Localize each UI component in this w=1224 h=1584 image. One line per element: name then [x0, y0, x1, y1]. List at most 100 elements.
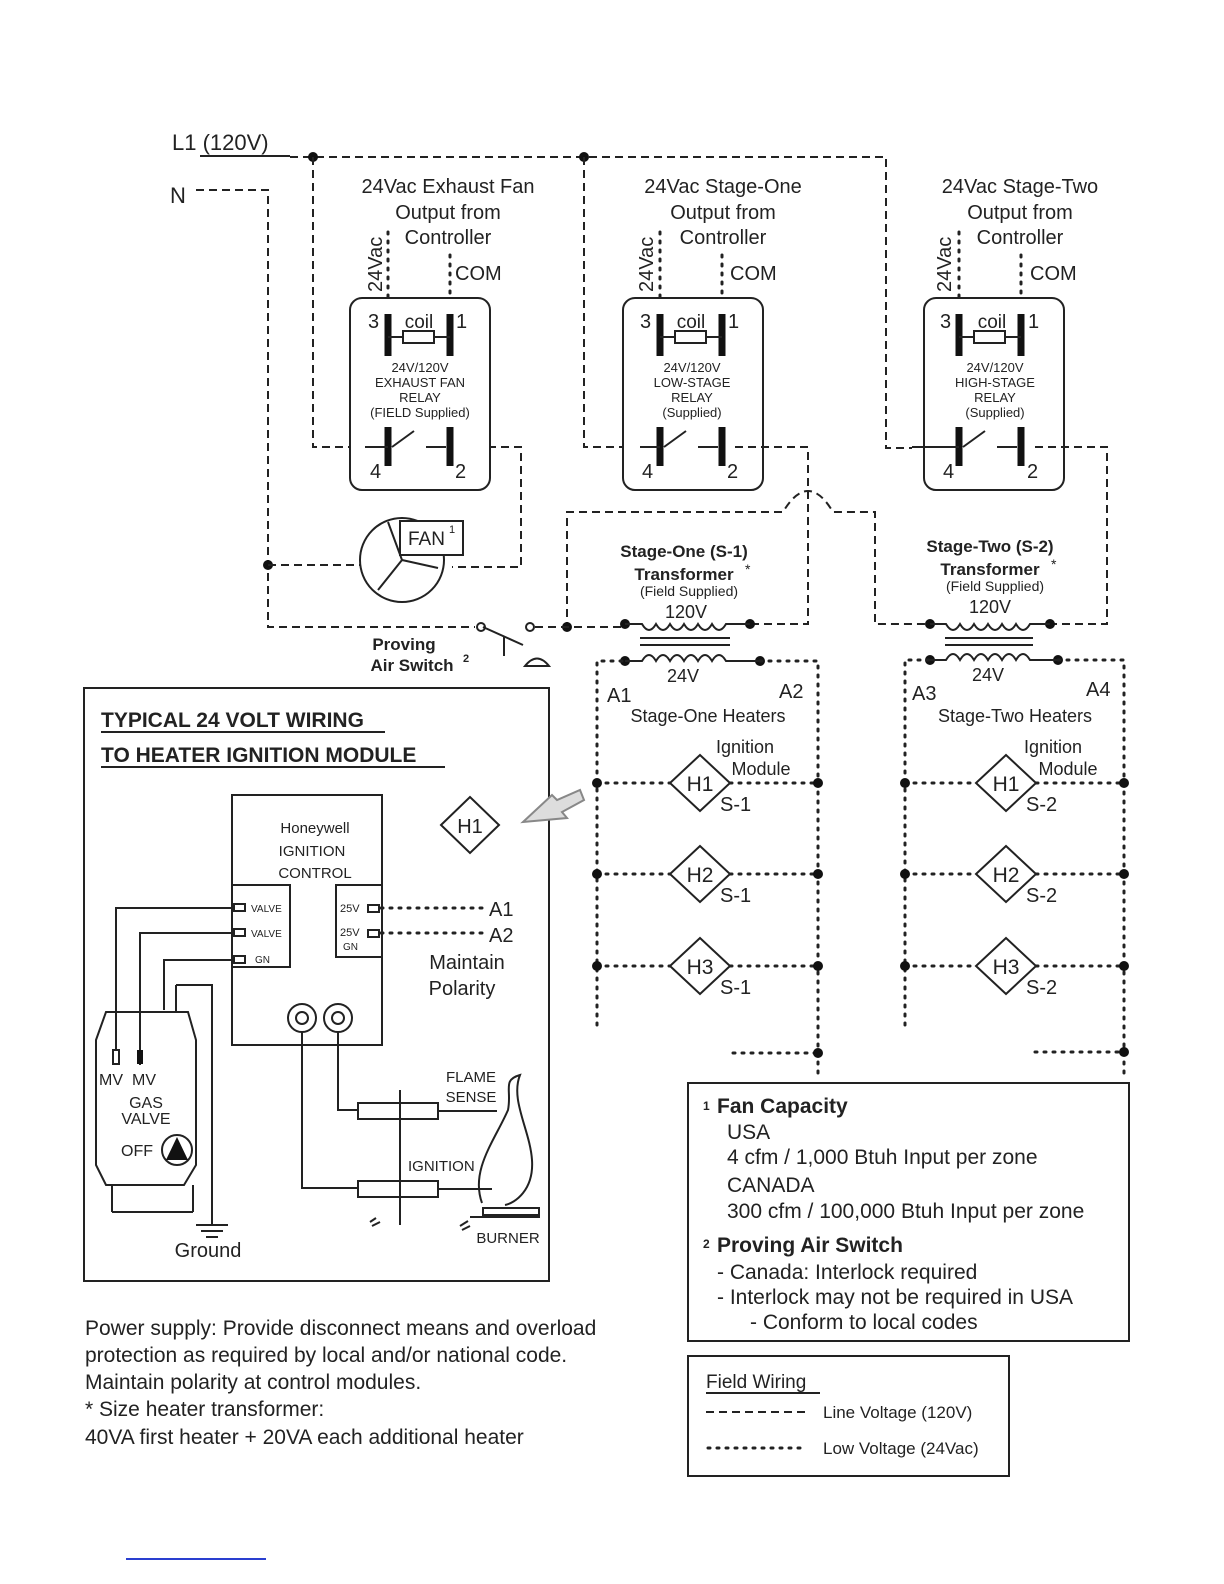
exhaust-fan-output: 24Vac Exhaust Fan Output from Controller…	[361, 176, 535, 322]
h1-reference-label: H1	[457, 816, 483, 838]
heater-module-diamond	[974, 844, 1038, 904]
output-line3: Controller	[977, 227, 1064, 249]
output-line2: Output from	[967, 202, 1073, 224]
transformer-star: *	[745, 561, 751, 577]
relay-text-2: EXHAUST FAN	[375, 375, 465, 390]
heater-module-label: H3	[993, 956, 1020, 979]
ignition-label-1: Ignition	[1024, 737, 1082, 757]
coil-element	[674, 330, 707, 344]
gas-knob	[161, 1134, 193, 1166]
neutral-crossover	[566, 490, 930, 630]
output-com-label: COM	[730, 263, 777, 285]
gas-label-2: VALVE	[121, 1111, 170, 1128]
sensor-terminal-1	[287, 1003, 317, 1033]
heater-module-label: H2	[993, 864, 1020, 887]
n-line	[196, 189, 475, 628]
flame-label-1: FLAME	[446, 1069, 496, 1086]
legend-low-voltage: Low Voltage (24Vac)	[823, 1439, 979, 1458]
heater-node-right	[1119, 961, 1129, 971]
ignition-label-2: Module	[1038, 759, 1097, 779]
gn-label: GN	[255, 955, 270, 966]
fan-label: FAN	[408, 529, 445, 550]
primary-winding	[930, 622, 1050, 631]
stage-one-output: 24Vac Stage-One Output from Controller 2…	[636, 176, 802, 322]
contact-switch	[391, 430, 415, 448]
stage2-bus-right	[1056, 658, 1126, 1077]
ctrl-label-2: IGNITION	[279, 843, 346, 860]
terminal-a1: A1	[607, 685, 631, 707]
transformer-sub: (Field Supplied)	[640, 583, 738, 599]
heater-module-label: H2	[687, 864, 714, 887]
relay-terminal-1: 1	[728, 311, 739, 333]
output-line2: Output from	[395, 202, 501, 224]
relay-coil-label: coil	[405, 312, 434, 333]
transformer-title-1: Stage-Two (S-2)	[926, 537, 1053, 556]
coil-element	[402, 330, 435, 344]
coil-element	[973, 330, 1006, 344]
output-line3: Controller	[680, 227, 767, 249]
output-com-label: COM	[455, 263, 502, 285]
power-note-2: protection as required by local and/or n…	[85, 1344, 567, 1367]
heater-module-label: H1	[687, 773, 714, 796]
power-note-5: 40VA first heater + 20VA each additional…	[85, 1426, 524, 1449]
valve-label-2: VALVE	[251, 929, 282, 940]
relay-text-1: 24V/120V	[663, 360, 720, 375]
valve-label-1: VALVE	[251, 904, 282, 915]
relay-terminal-2: 2	[455, 461, 466, 483]
stage-one-heaters: A1 A2 Stage-One Heaters Ignition Module	[607, 681, 803, 779]
terminal-icon	[367, 929, 380, 938]
heater-module-diamond	[668, 844, 732, 904]
detail-title-2: TO HEATER IGNITION MODULE	[101, 744, 416, 767]
a1-terminal-label: A1	[489, 899, 513, 921]
secondary-winding	[930, 653, 1058, 662]
heater-node-left	[900, 961, 910, 971]
power-note-1: Power supply: Provide disconnect means a…	[85, 1317, 596, 1340]
terminal-icon	[367, 904, 380, 913]
contact-switch	[663, 430, 687, 448]
heater-node-left	[900, 778, 910, 788]
ground-icon-3	[459, 1220, 471, 1231]
transformer-title-2: Transformer	[634, 565, 734, 584]
relay-text-4: (FIELD Supplied)	[370, 405, 470, 420]
secondary-voltage: 24V	[972, 665, 1004, 685]
stage2-bus-left	[903, 658, 932, 1027]
relay-terminal-2: 2	[1027, 461, 1038, 483]
heater-stage-label: S-2	[1026, 977, 1057, 999]
relay-terminal-4: 4	[370, 461, 381, 483]
transformer-title-2: Transformer	[940, 560, 1040, 579]
relay-terminal-2: 2	[727, 461, 738, 483]
l1-bus	[290, 156, 912, 449]
sensor-terminal-1-inner	[295, 1011, 309, 1025]
ignition-label-2: Module	[731, 759, 790, 779]
relay-terminal-3: 3	[940, 311, 951, 333]
switch-contact-right	[525, 622, 535, 632]
h1-reference-diamond	[439, 795, 501, 855]
heater-node-left	[592, 961, 602, 971]
proving-air-switch: Proving Air Switch 2	[370, 622, 552, 675]
terminal-a4: A4	[1086, 679, 1110, 701]
n-label: N	[170, 183, 186, 208]
h1-reference: H1	[439, 788, 586, 855]
note1-title: Fan Capacity	[717, 1095, 848, 1118]
secondary-winding	[625, 654, 760, 663]
exhaust-fan-relay: 3 1 coil 24V/120V EXHAUST FAN RELAY (FIE…	[349, 297, 491, 491]
l1-to-stage1-relay	[583, 157, 640, 448]
sensor-terminal-2-inner	[331, 1011, 345, 1025]
power-note-4: * Size heater transformer:	[85, 1398, 324, 1421]
transformer-star: *	[1051, 556, 1057, 572]
sensor-terminal-2	[323, 1003, 353, 1033]
primary-voltage: 120V	[665, 602, 707, 622]
relay-terminal-3: 3	[368, 311, 379, 333]
terminal-a3: A3	[912, 683, 936, 705]
output-24vac-label: 24Vac	[934, 237, 956, 292]
relay-text-2: LOW-STAGE	[654, 375, 731, 390]
burner-label: BURNER	[476, 1230, 540, 1247]
heater-node-right	[1119, 869, 1129, 879]
heater-node-right	[813, 869, 823, 879]
fan-relay-to-fan	[452, 446, 522, 568]
heater-stage-label: S-1	[720, 794, 751, 816]
heater-stage-label: S-2	[1026, 794, 1057, 816]
terminal-icon	[233, 928, 246, 937]
note2-line3: - Conform to local codes	[750, 1311, 978, 1334]
